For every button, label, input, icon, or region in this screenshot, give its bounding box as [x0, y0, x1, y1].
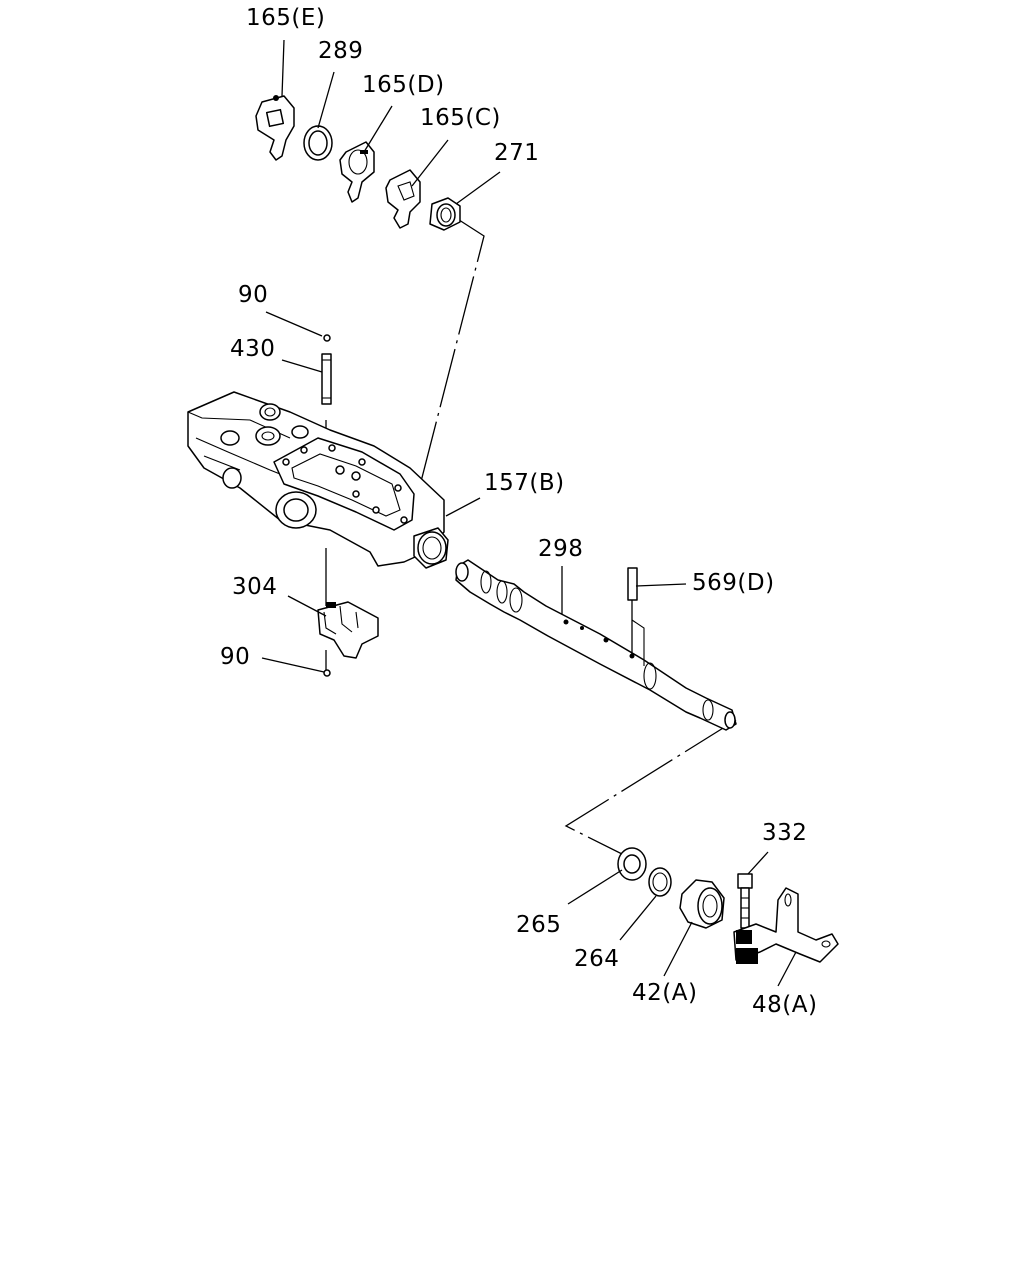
part-332-bolt [737, 873, 753, 929]
part-264-ring [648, 867, 672, 897]
callout-430: 430 [230, 336, 275, 362]
callout-298: 298 [538, 536, 583, 562]
callout-90-top: 90 [238, 282, 268, 308]
part-42a-bushing [679, 879, 725, 929]
callout-289: 289 [318, 38, 363, 64]
callout-labels: 165(E) 289 165(D) 165(C) 271 90 430 157(… [220, 5, 817, 1018]
part-165d-collar [339, 141, 375, 203]
callout-42a: 42(A) [632, 980, 697, 1006]
part-90-ball-top [323, 334, 331, 342]
part-157b-housing [187, 391, 449, 569]
part-304-block [317, 601, 379, 659]
part-265-washer [617, 847, 647, 881]
callout-90-bottom: 90 [220, 644, 250, 670]
part-289-ring [303, 125, 333, 161]
callout-304: 304 [232, 574, 277, 600]
part-298-shaft [455, 559, 737, 731]
callout-271: 271 [494, 140, 539, 166]
callout-157b: 157(B) [484, 470, 565, 496]
part-165c-plate [385, 169, 421, 229]
callout-332: 332 [762, 820, 807, 846]
callout-165e: 165(E) [246, 5, 325, 31]
leader-lines [261, 39, 797, 987]
callout-48a: 48(A) [752, 992, 817, 1018]
part-569d-pin [627, 567, 645, 666]
part-430-pin [321, 353, 332, 405]
part-48a-bracket [733, 887, 839, 964]
part-271-bushing [429, 197, 461, 231]
part-90-ball-bottom [323, 669, 331, 677]
callout-569d: 569(D) [692, 570, 775, 596]
callout-165d: 165(D) [362, 72, 445, 98]
part-165e-lever [255, 95, 295, 161]
callout-265: 265 [516, 912, 561, 938]
callout-264: 264 [574, 946, 619, 972]
callout-165c: 165(C) [420, 105, 501, 131]
